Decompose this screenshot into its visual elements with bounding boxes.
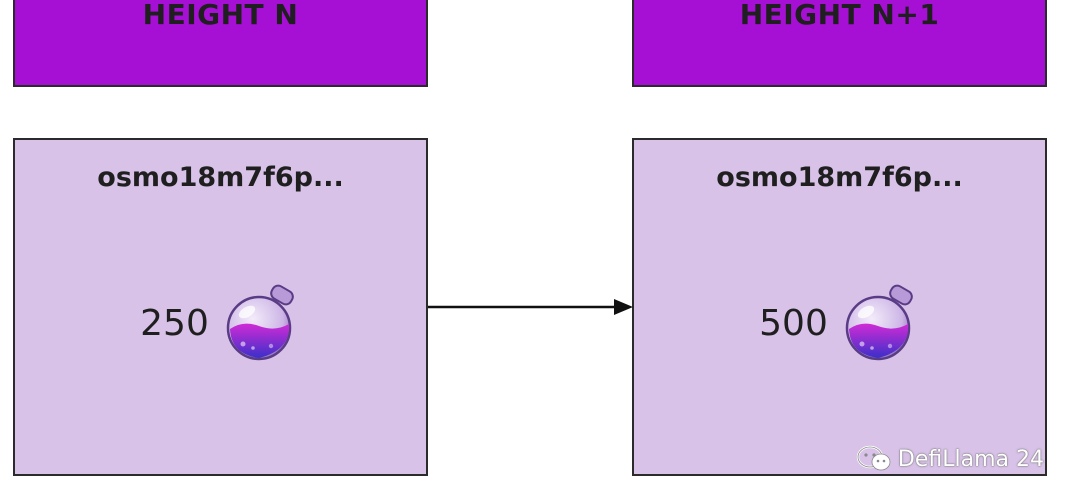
height-n-header: HEIGHT N [13,0,428,87]
watermark-text: DefiLlama 24 [897,446,1044,472]
balance-value-after: 500 [759,302,828,344]
account-address-after: osmo18m7f6p... [716,162,963,193]
account-state-before: osmo18m7f6p... 250 [13,138,428,476]
account-address-before: osmo18m7f6p... [97,162,344,193]
height-n-plus-1-header: HEIGHT N+1 [632,0,1047,87]
account-state-after: osmo18m7f6p... 500 [632,138,1047,476]
watermark: DefiLlama 24 [856,445,1044,473]
balance-row-before: 250 [15,284,426,362]
balance-row-after: 500 [634,284,1045,362]
wechat-icon [856,445,892,473]
height-n-plus-1-label: HEIGHT N+1 [739,0,940,31]
osmo-potion-icon [844,284,920,362]
transition-arrow [428,299,633,315]
balance-value-before: 250 [140,302,209,344]
height-n-label: HEIGHT N [142,0,299,31]
osmo-potion-icon [225,284,301,362]
